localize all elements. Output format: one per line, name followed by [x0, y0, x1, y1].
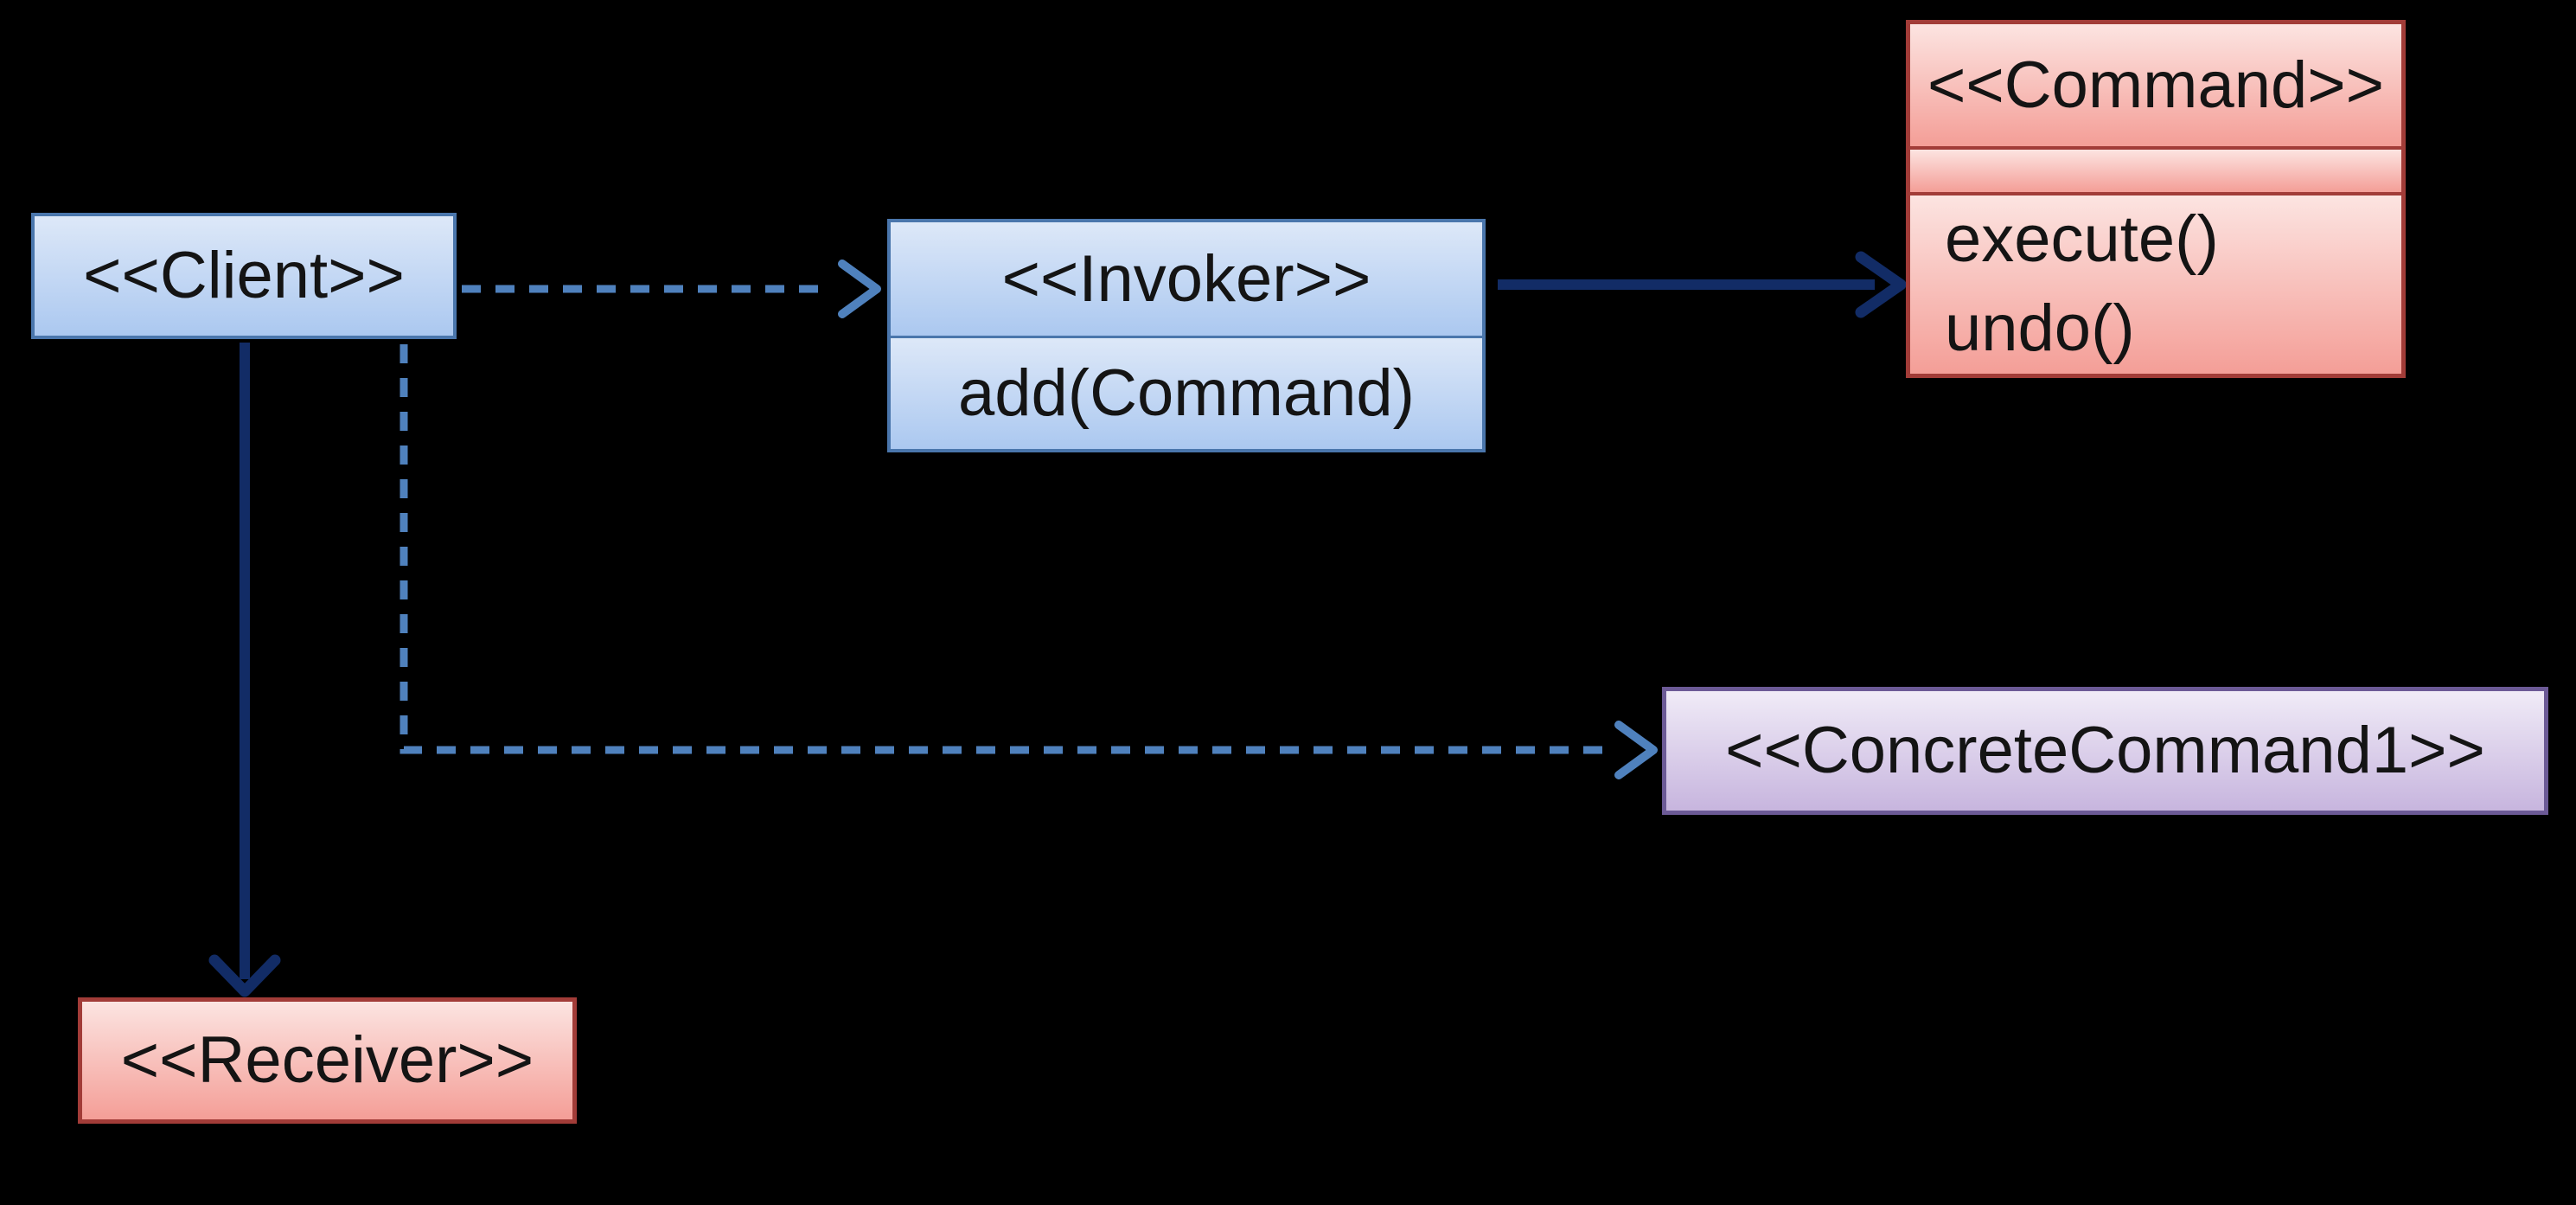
concrete-command-node: <<ConcreteCommand1>>: [1662, 687, 2548, 815]
command-methods-compartment: execute() undo(): [1910, 192, 2401, 374]
command-node: <<Command>> execute() undo(): [1906, 20, 2406, 378]
command-method-execute-label: execute(): [1945, 202, 2219, 277]
client-node: <<Client>>: [31, 213, 457, 339]
arrowhead-icon: [1855, 251, 1907, 318]
command-method-undo-label: undo(): [1945, 292, 2135, 365]
receiver-node: <<Receiver>>: [78, 997, 577, 1124]
arrowhead-icon: [208, 954, 281, 997]
invoker-title-label: <<Invoker>>: [891, 222, 1482, 336]
receiver-label: <<Receiver>>: [82, 1002, 572, 1119]
command-title-label: <<Command>>: [1910, 24, 2401, 146]
client-label: <<Client>>: [35, 216, 453, 336]
client-to-receiver-solid-arrow: [208, 343, 281, 997]
dashed-line: [400, 344, 1607, 754]
arrowhead-icon: [1614, 721, 1658, 779]
arrowhead-icon: [838, 260, 881, 318]
invoker-node: <<Invoker>> add(Command): [887, 219, 1486, 452]
invoker-to-command-solid-arrow: [1498, 251, 1907, 318]
concrete-command-label: <<ConcreteCommand1>>: [1666, 691, 2544, 811]
command-attributes-compartment: [1910, 146, 2401, 192]
invoker-method-label: add(Command): [891, 336, 1482, 449]
client-to-invoker-dashed-arrow: [462, 260, 881, 318]
client-to-concrete-command-dashed-arrow: [400, 344, 1658, 779]
